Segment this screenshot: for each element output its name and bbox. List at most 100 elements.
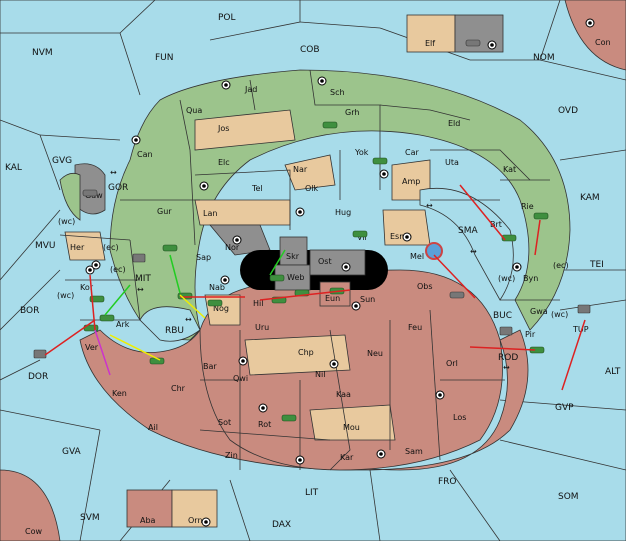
svg-text:OVD: OVD	[558, 106, 578, 116]
region-labels: POL NVM FUN COB NOM OVD KAL GVG KAM MVU …	[5, 13, 621, 536]
svg-text:Gwa: Gwa	[530, 307, 548, 316]
svg-text:MIT: MIT	[135, 274, 151, 284]
svg-text:Mel: Mel	[410, 252, 424, 261]
ship-icon	[465, 39, 481, 47]
region-elf[interactable]	[406, 14, 456, 53]
svg-text:Sot: Sot	[218, 418, 231, 427]
ship-icon	[577, 304, 591, 314]
svg-text:RBU: RBU	[165, 326, 184, 336]
svg-text:Tel: Tel	[251, 184, 263, 193]
svg-text:Grh: Grh	[345, 108, 359, 117]
svg-text:Sch: Sch	[330, 88, 345, 97]
svg-text:Nil: Nil	[315, 370, 325, 379]
svg-text:Skr: Skr	[286, 252, 300, 261]
svg-text:Ken: Ken	[112, 389, 127, 398]
svg-text:KAL: KAL	[5, 163, 22, 173]
svg-text:(ec): (ec)	[553, 261, 569, 270]
svg-text:Feu: Feu	[408, 323, 422, 332]
svg-text:KAM: KAM	[580, 193, 600, 203]
region-gaw[interactable]	[74, 163, 106, 215]
tank-icon	[162, 244, 178, 252]
svg-text:NVM: NVM	[32, 48, 53, 58]
tank-icon	[89, 295, 105, 303]
svg-text:Cow: Cow	[25, 527, 42, 536]
svg-text:Amp: Amp	[402, 177, 420, 186]
svg-text:BOR: BOR	[20, 306, 39, 316]
ship-icon	[449, 291, 465, 299]
region-jos[interactable]	[194, 109, 296, 151]
svg-text:Eun: Eun	[325, 294, 340, 303]
svg-text:POL: POL	[218, 13, 236, 23]
svg-text:Hil: Hil	[253, 299, 263, 308]
tank-icon	[352, 230, 368, 238]
region-mou[interactable]	[309, 404, 396, 441]
svg-text:Aba: Aba	[140, 516, 156, 525]
svg-text:Pir: Pir	[525, 330, 536, 339]
svg-text:Chp: Chp	[298, 348, 314, 357]
svg-text:ALT: ALT	[605, 367, 621, 377]
svg-text:Obs: Obs	[417, 282, 433, 291]
svg-text:Nab: Nab	[209, 283, 225, 292]
svg-text:FRO: FRO	[438, 477, 457, 487]
region-chp[interactable]	[244, 334, 351, 376]
svg-text:Sam: Sam	[405, 447, 423, 456]
svg-text:Nog: Nog	[213, 304, 229, 313]
svg-text:Her: Her	[70, 243, 85, 252]
svg-text:(wc): (wc)	[57, 291, 74, 300]
svg-text:(ec): (ec)	[110, 265, 126, 274]
region-ost[interactable]	[309, 249, 366, 276]
ship-icon	[499, 326, 513, 336]
svg-text:Kar: Kar	[340, 453, 354, 462]
svg-text:Uru: Uru	[255, 323, 269, 332]
svg-text:Byn: Byn	[523, 274, 538, 283]
svg-text:Ost: Ost	[318, 257, 332, 266]
region-her[interactable]	[64, 231, 106, 261]
svg-text:Can: Can	[137, 150, 153, 159]
tank-icon	[269, 274, 285, 282]
region-aba[interactable]	[126, 489, 173, 528]
svg-text:Chr: Chr	[171, 384, 186, 393]
svg-text:Esm: Esm	[390, 232, 407, 241]
svg-text:Sun: Sun	[360, 295, 375, 304]
svg-text:LIT: LIT	[305, 488, 319, 498]
ship-icon	[132, 253, 146, 263]
svg-text:GVP: GVP	[555, 403, 574, 413]
ship-icon	[33, 349, 47, 359]
svg-text:Web: Web	[287, 273, 304, 282]
svg-text:DAX: DAX	[272, 520, 291, 530]
rbu-inlet	[139, 306, 201, 342]
svg-text:GVG: GVG	[52, 156, 72, 166]
svg-text:GVA: GVA	[62, 447, 82, 457]
svg-text:Uta: Uta	[445, 158, 459, 167]
svg-text:Eld: Eld	[448, 119, 460, 128]
svg-text:ROD: ROD	[498, 353, 518, 363]
svg-text:Brt: Brt	[490, 220, 502, 229]
svg-text:↔: ↔	[470, 247, 477, 256]
svg-text:Ail: Ail	[148, 423, 158, 432]
svg-text:↔: ↔	[110, 168, 117, 177]
svg-text:Sap: Sap	[196, 253, 211, 262]
svg-text:MVU: MVU	[35, 241, 56, 251]
tank-icon	[281, 414, 297, 422]
tank-icon	[99, 314, 115, 322]
svg-text:Kaa: Kaa	[336, 390, 351, 399]
svg-text:TUP: TUP	[572, 325, 589, 334]
svg-text:SVM: SVM	[80, 513, 100, 523]
svg-text:Rie: Rie	[521, 202, 534, 211]
annotations: (wc) (ec) (wc) (ec) (wc) (ec) (wc) ↔ ↔ ↔…	[57, 168, 569, 372]
svg-text:(wc): (wc)	[551, 310, 568, 319]
svg-text:Elc: Elc	[218, 158, 230, 167]
region-nar[interactable]	[284, 154, 336, 191]
svg-text:Nar: Nar	[293, 165, 308, 174]
svg-text:Lan: Lan	[203, 209, 217, 218]
highlight-unit	[425, 242, 443, 260]
supply-centers	[85, 18, 595, 527]
region-web[interactable]	[274, 264, 311, 291]
svg-text:Con: Con	[595, 38, 611, 47]
svg-text:↔: ↔	[185, 315, 192, 324]
svg-text:Qua: Qua	[186, 106, 202, 115]
svg-text:↔: ↔	[426, 201, 433, 210]
region-gaw-coast[interactable]	[59, 172, 81, 221]
svg-text:Yok: Yok	[354, 148, 369, 157]
